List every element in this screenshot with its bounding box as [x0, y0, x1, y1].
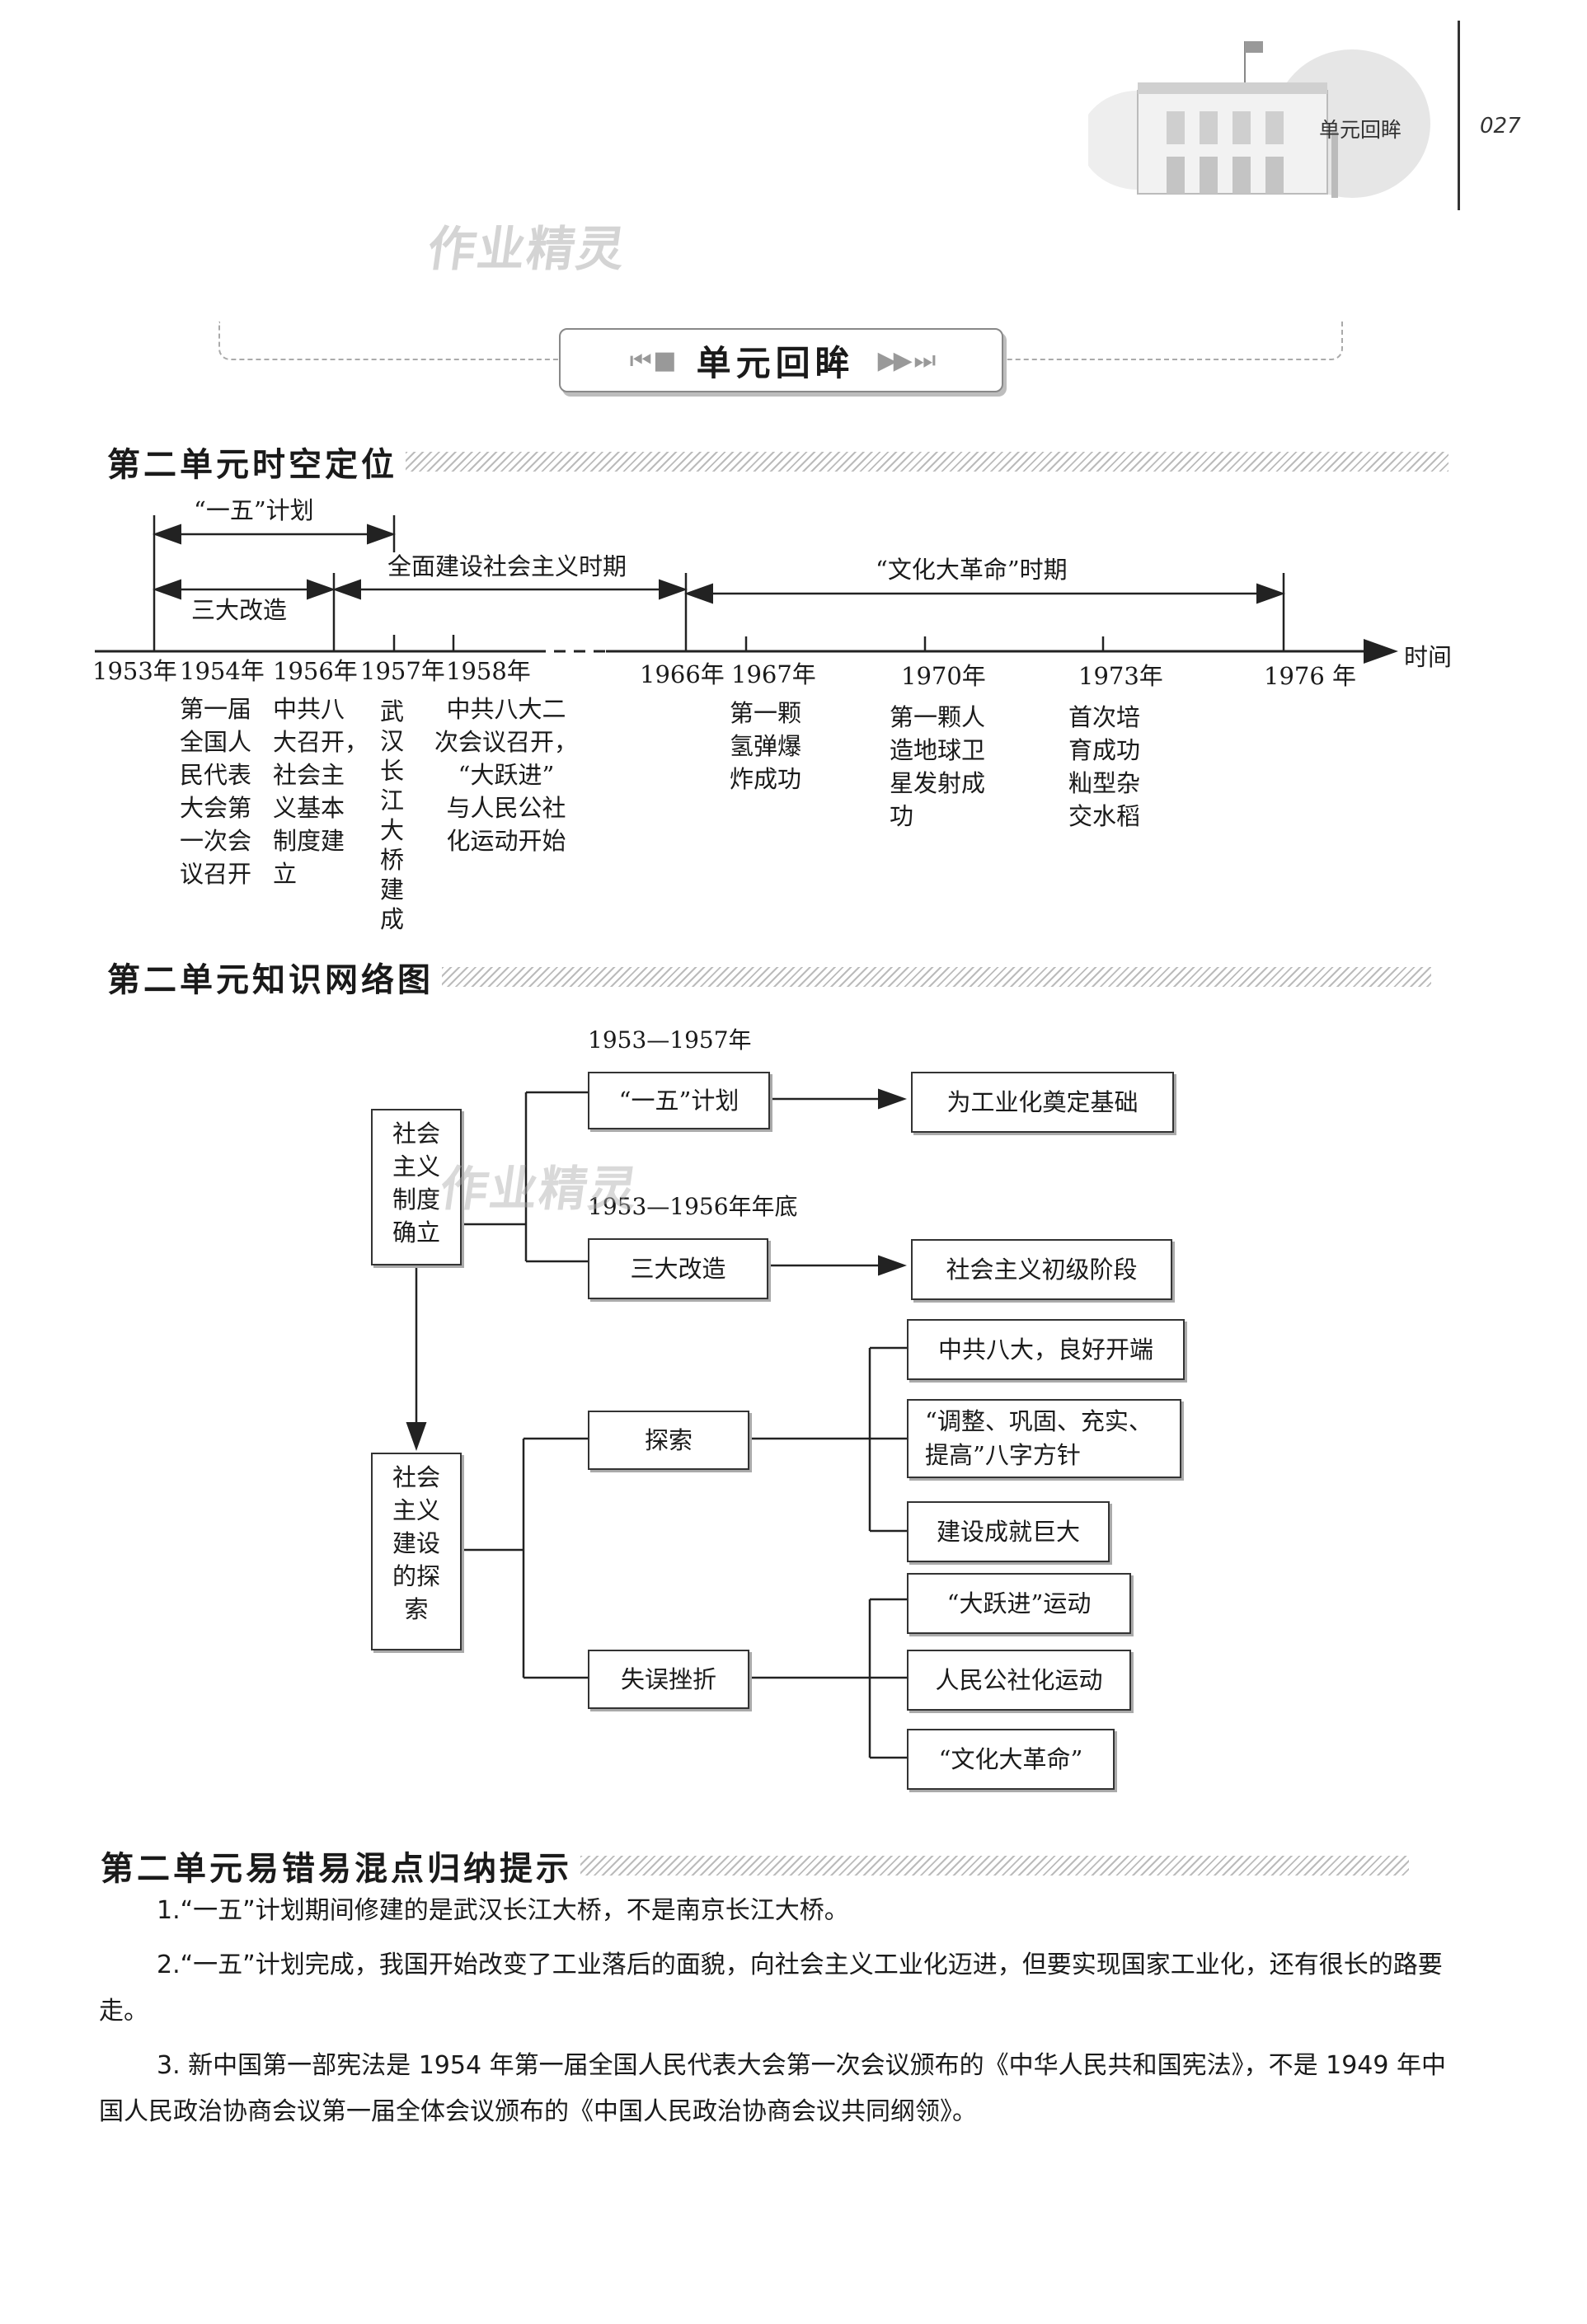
year-label: 1976 年: [1264, 662, 1357, 690]
event-1954: 第一届全国人民代表 大会第一次会议召开: [180, 695, 252, 888]
node-eighth-congress: 中共八大，良好开端: [907, 1319, 1185, 1380]
year-label: 1958年: [446, 657, 531, 685]
heading-hatch: [442, 967, 1431, 987]
period-label-full-construction: 全面建设社会主义时期: [387, 552, 627, 580]
header-building-illustration: [1088, 41, 1430, 198]
period-label-three-reforms: 三大改造: [191, 596, 288, 624]
timeline-graphic: [95, 515, 1398, 664]
section-heading-notes: 第二单元易错易混点归纳提示: [101, 1845, 1409, 1888]
rewind-icon: ⏮ ■: [629, 345, 677, 375]
node-eight-character-policy: “调整、巩固、充实、提高”八字方针: [907, 1399, 1181, 1478]
header-section-label: 单元回眸: [1319, 118, 1402, 142]
note-item: 3. 新中国第一部宪法是 1954 年第一届全国人民代表大会第一次会议颁布的《中…: [99, 2051, 1446, 2126]
event-1973: 首次培育成功籼型杂交水稻: [1068, 703, 1141, 830]
event-1970: 第一颗人造地球卫星发射成功: [890, 703, 986, 830]
node-construction-achievements: 建设成就巨大: [907, 1501, 1110, 1562]
header-divider: [1458, 21, 1460, 210]
banner-title: 单元回眸: [696, 342, 855, 383]
node-five-year-plan: “一五”计划: [588, 1072, 770, 1129]
heading-hatch: [580, 1856, 1409, 1876]
node-system-established: 社会主义制度确立: [371, 1109, 462, 1265]
year-label: 1954年: [180, 657, 265, 685]
banner: ⏮ ■ 单元回眸 ▶▶ ⏭: [559, 328, 1003, 392]
node-setback: 失误挫折: [588, 1650, 749, 1709]
network-connectors: [406, 1088, 907, 1759]
node-cultural-revolution: “文化大革命”: [907, 1729, 1115, 1790]
event-1967: 第一颗氢弹爆炸成功: [730, 699, 802, 793]
date-label: 1953—1956年年底: [588, 1193, 798, 1220]
page-number: 027: [1480, 114, 1521, 139]
node-great-leap-forward: “大跃进”运动: [907, 1573, 1131, 1634]
event-1958: 中共八大二次会议召开，“大跃进” 与人民公社化运动开始: [434, 695, 579, 855]
section-title: 第二单元知识网络图: [107, 960, 434, 999]
event-1956: 中共八大召开，社会主 义基本制度建立: [273, 695, 369, 888]
watermark: 作业精灵: [436, 1161, 643, 1217]
year-label: 1957年: [360, 657, 445, 685]
period-label-cultural-revolution: “文化大革命”时期: [876, 556, 1068, 584]
section-title: 第二单元时空定位: [107, 445, 397, 484]
year-label: 1970年: [901, 662, 986, 690]
year-label: 1956年: [273, 657, 358, 685]
period-label-five-year-plan: “一五”计划: [194, 496, 314, 524]
note-item: 2.“一五”计划完成，我国开始改变了工业落后的面貌，向社会主义工业化迈进，但要实…: [99, 1951, 1443, 2026]
node-three-reforms: 三大改造: [588, 1238, 768, 1299]
event-1957: 武汉长江大桥建成: [380, 697, 405, 933]
year-label: 1966年: [640, 660, 725, 688]
section-title: 第二单元易错易混点归纳提示: [101, 1849, 572, 1888]
forward-icon: ▶▶ ⏭: [877, 345, 937, 375]
node-peoples-commune: 人民公社化运动: [907, 1650, 1131, 1711]
year-label: 1973年: [1078, 662, 1163, 690]
node-industrialization-foundation: 为工业化奠定基础: [911, 1072, 1174, 1133]
node-primary-stage: 社会主义初级阶段: [911, 1239, 1172, 1300]
axis-label-time: 时间: [1404, 643, 1453, 671]
node-exploration: 探索: [588, 1411, 749, 1470]
note-item: 1.“一五”计划期间修建的是武汉长江大桥，不是南京长江大桥。: [157, 1896, 849, 1925]
year-label: 1967年: [731, 660, 816, 688]
section-heading-network: 第二单元知识网络图: [107, 956, 1431, 999]
heading-hatch: [406, 452, 1448, 472]
node-construction-exploration: 社会主义建设的探索: [371, 1453, 462, 1650]
section-heading-timeline: 第二单元时空定位: [107, 441, 1448, 484]
year-label: 1953年: [92, 657, 177, 685]
notes-list: 1.“一五”计划期间修建的是武汉长江大桥，不是南京长江大桥。 2.“一五”计划完…: [99, 1888, 1451, 2135]
date-label: 1953—1957年: [588, 1026, 752, 1054]
